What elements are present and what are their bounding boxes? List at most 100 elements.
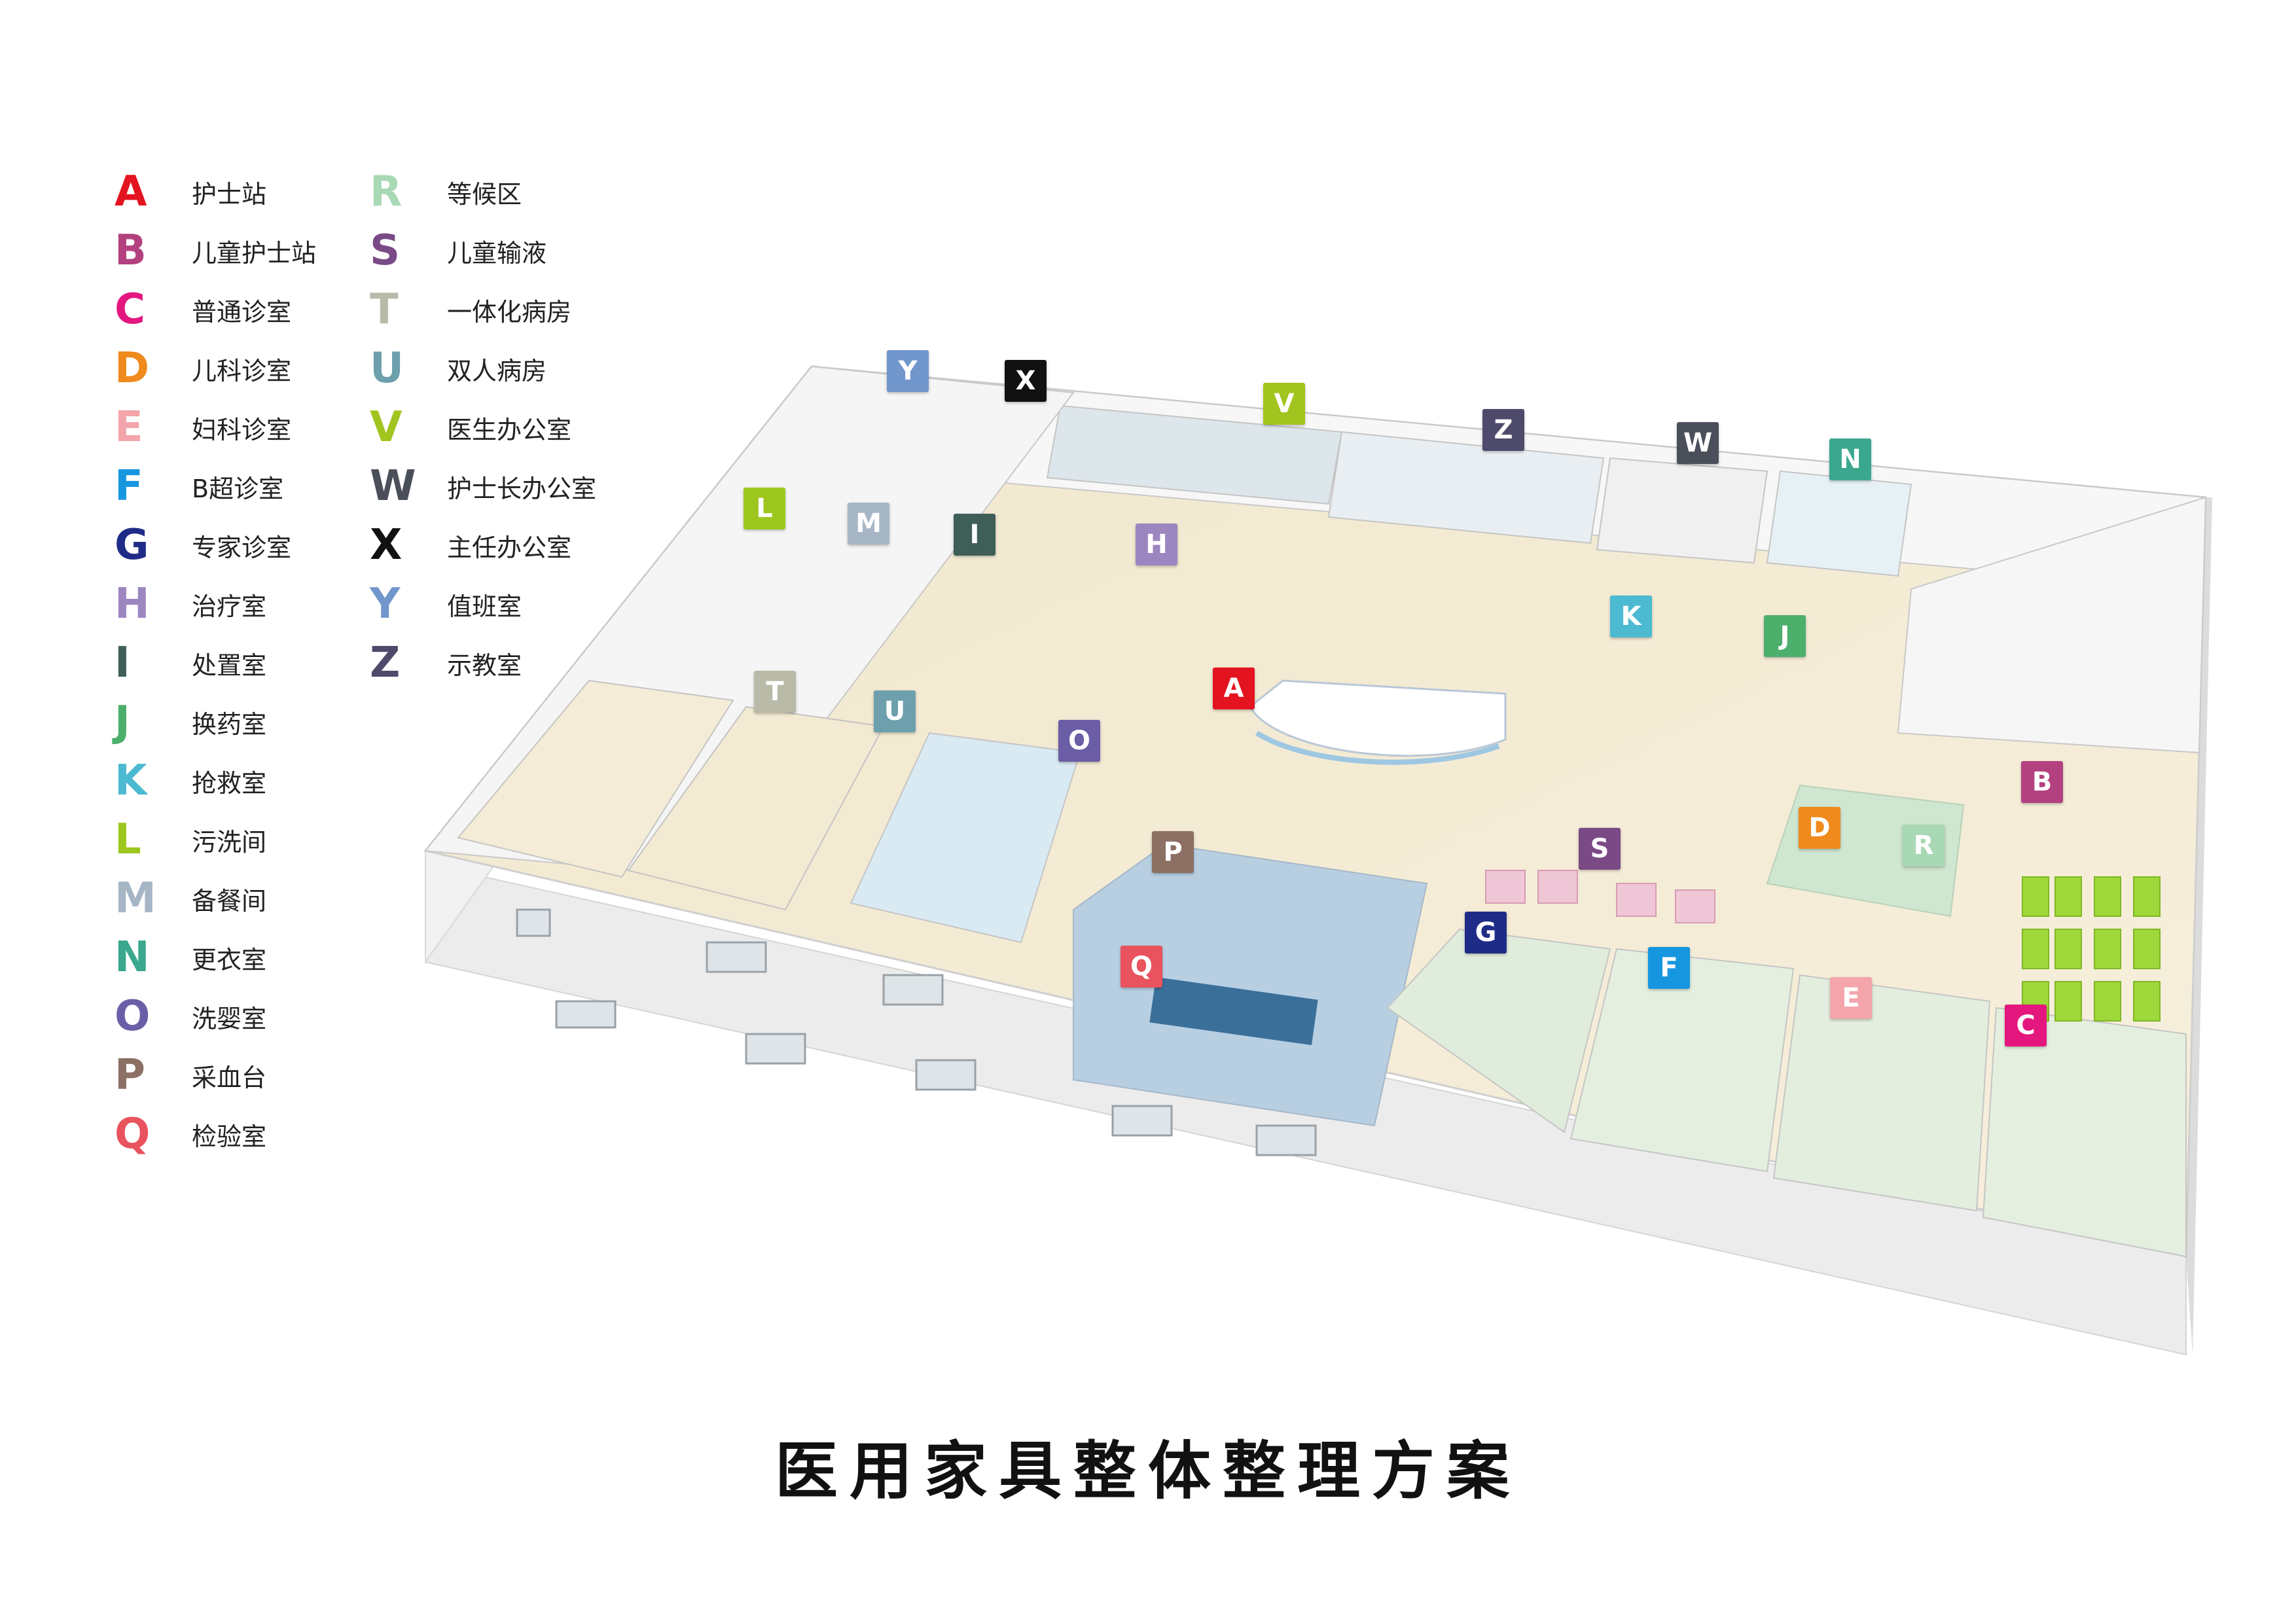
room-marker-a: A bbox=[1213, 668, 1255, 709]
nurse-station-desk bbox=[1249, 679, 1507, 757]
room-marker-v: V bbox=[1263, 383, 1305, 425]
legend-letter: Z bbox=[370, 639, 401, 687]
room-marker-r: R bbox=[1903, 825, 1945, 866]
page-title: 医用家具整体整理方案 bbox=[775, 1435, 1521, 1508]
legend-label: 治疗室 bbox=[192, 592, 267, 621]
room-f-floor bbox=[1570, 948, 1795, 1173]
legend-letter: H bbox=[115, 580, 150, 628]
room-marker-y: Y bbox=[887, 350, 929, 392]
legend-letter: M bbox=[115, 874, 156, 923]
legend-label: 护士长办公室 bbox=[447, 474, 597, 503]
front-windows bbox=[516, 908, 1317, 1156]
legend-letter: R bbox=[370, 168, 403, 216]
room-n-floor bbox=[1766, 470, 1912, 577]
legend-label: 示教室 bbox=[447, 651, 522, 680]
legend-letter: O bbox=[115, 992, 151, 1041]
room-marker-u: U bbox=[874, 690, 916, 732]
legend-letter: F bbox=[115, 462, 143, 510]
legend-letter: W bbox=[370, 462, 416, 510]
legend-letter: V bbox=[370, 403, 403, 452]
legend-label: 医生办公室 bbox=[447, 415, 572, 444]
legend-item-x: X 主任办公室 bbox=[370, 516, 596, 575]
building-right-wall bbox=[2186, 497, 2212, 1355]
legend-item-k: K 抢救室 bbox=[115, 751, 316, 810]
legend-letter: I bbox=[115, 639, 130, 687]
legend-letter: K bbox=[115, 757, 147, 805]
legend-label: B超诊室 bbox=[192, 474, 284, 503]
room-marker-q: Q bbox=[1121, 946, 1162, 988]
room-marker-z: Z bbox=[1482, 409, 1524, 451]
legend-letter: A bbox=[115, 168, 147, 216]
legend-item-u: U 双人病房 bbox=[370, 339, 596, 398]
room-marker-w: W bbox=[1677, 422, 1719, 464]
legend-item-j: J 换药室 bbox=[115, 692, 316, 751]
room-marker-l: L bbox=[744, 488, 785, 529]
legend-label: 主任办公室 bbox=[447, 533, 572, 562]
room-marker-d: D bbox=[1799, 807, 1840, 849]
room-g-floor bbox=[1386, 928, 1611, 1133]
legend-letter: G bbox=[115, 521, 149, 569]
legend-letter: Q bbox=[115, 1110, 151, 1158]
ward-t-floor bbox=[457, 679, 734, 878]
floor-plan-drawing bbox=[423, 365, 2212, 1356]
legend-item-w: W 护士长办公室 bbox=[370, 457, 596, 516]
legend-label: 抢救室 bbox=[192, 768, 267, 798]
room-marker-m: M bbox=[848, 503, 889, 544]
legend-letter: N bbox=[115, 933, 150, 982]
legend-letter: C bbox=[115, 285, 145, 334]
room-marker-i: I bbox=[954, 514, 996, 556]
legend-letter: J bbox=[115, 698, 130, 746]
room-marker-b: B bbox=[2021, 761, 2063, 803]
legend-item-h: H 治疗室 bbox=[115, 575, 316, 633]
floor-plan: Y X V Z W N L M I H K J A T U O B D S R … bbox=[423, 350, 2212, 1356]
legend-label: 儿童护士站 bbox=[192, 238, 317, 268]
legend-item-s: S 儿童输液 bbox=[370, 221, 596, 280]
legend-label: 双人病房 bbox=[447, 356, 547, 385]
legend-item-a: A 护士站 bbox=[115, 162, 316, 221]
legend-label: 妇科诊室 bbox=[192, 415, 292, 444]
room-marker-g: G bbox=[1465, 912, 1507, 954]
nurse-station-stripe bbox=[1255, 730, 1500, 765]
room-marker-h: H bbox=[1136, 524, 1177, 565]
room-marker-f: F bbox=[1648, 947, 1690, 989]
legend-item-o: O 洗婴室 bbox=[115, 987, 316, 1046]
legend-label: 采血台 bbox=[192, 1063, 267, 1092]
legend-label: 儿科诊室 bbox=[192, 356, 292, 385]
legend-label: 换药室 bbox=[192, 709, 267, 739]
legend-letter: U bbox=[370, 344, 404, 393]
legend-item-v: V 医生办公室 bbox=[370, 398, 596, 457]
room-marker-o: O bbox=[1058, 720, 1100, 762]
legend-letter: Y bbox=[370, 580, 401, 628]
legend-label: 儿童输液 bbox=[447, 238, 547, 268]
legend-letter: D bbox=[115, 344, 150, 393]
room-e-floor bbox=[1772, 974, 1991, 1212]
right-rooms-block bbox=[1897, 496, 2207, 754]
legend-label: 一体化病房 bbox=[447, 297, 572, 327]
room-v-floor bbox=[1046, 404, 1343, 505]
room-marker-t: T bbox=[754, 671, 796, 713]
room-w-floor bbox=[1596, 457, 1768, 564]
legend-label: 普通诊室 bbox=[192, 297, 292, 327]
legend-item-c: C 普通诊室 bbox=[115, 280, 316, 339]
legend-item-d: D 儿科诊室 bbox=[115, 339, 316, 398]
legend-label: 等候区 bbox=[447, 179, 522, 209]
legend-letter: X bbox=[370, 521, 403, 569]
legend-letter: L bbox=[115, 815, 141, 864]
legend-label: 护士站 bbox=[192, 179, 267, 209]
legend-label: 洗婴室 bbox=[192, 1004, 267, 1033]
legend-item-z: Z 示教室 bbox=[370, 633, 596, 692]
infusion-chairs bbox=[1485, 870, 1715, 923]
legend-item-f: F B超诊室 bbox=[115, 457, 316, 516]
legend-letter: S bbox=[370, 226, 401, 275]
lab-bench bbox=[1149, 976, 1318, 1046]
